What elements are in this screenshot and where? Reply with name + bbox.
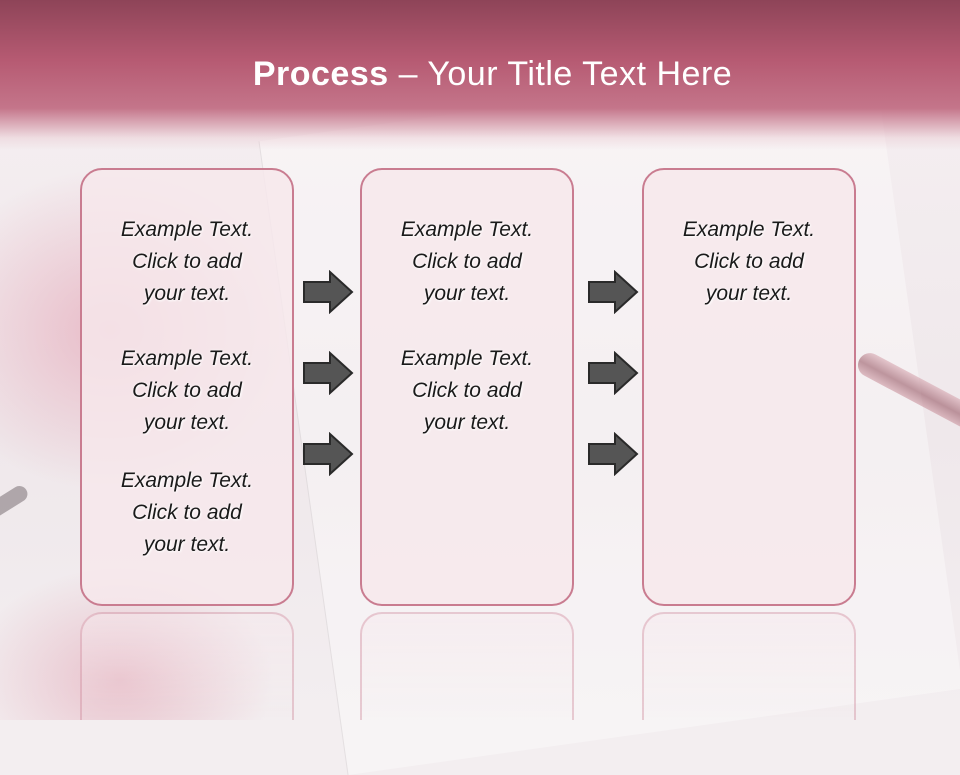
text-placeholder[interactable]: Example Text. Click to add your text. xyxy=(82,343,292,439)
text-line: your text. xyxy=(705,282,793,305)
text-line: Click to add xyxy=(132,379,242,402)
text-line: Click to add xyxy=(412,379,522,402)
title-bold: Process xyxy=(252,55,389,93)
right-arrow-icon[interactable] xyxy=(302,351,354,395)
right-arrow-icon[interactable] xyxy=(302,270,354,314)
text-line: Click to add xyxy=(694,250,804,273)
text-line: your text. xyxy=(143,282,231,305)
box-reflection-1 xyxy=(80,612,294,720)
right-arrow-icon[interactable] xyxy=(587,270,639,314)
text-line: Example Text. xyxy=(400,218,534,241)
slide-title[interactable]: Process – Your Title Text Here xyxy=(0,55,960,94)
text-line: Click to add xyxy=(132,501,242,524)
text-placeholder[interactable]: Example Text. Click to add your text. xyxy=(362,343,572,439)
text-line: your text. xyxy=(423,411,511,434)
process-box-3[interactable]: Example Text. Click to add your text. xyxy=(642,168,856,606)
text-line: your text. xyxy=(423,282,511,305)
process-box-2[interactable]: Example Text. Click to add your text. Ex… xyxy=(360,168,574,606)
title-rest: – Your Title Text Here xyxy=(388,55,733,93)
text-line: your text. xyxy=(143,533,231,556)
text-placeholder[interactable]: Example Text. Click to add your text. xyxy=(82,214,292,310)
text-line: Example Text. xyxy=(682,218,816,241)
right-arrow-icon[interactable] xyxy=(587,351,639,395)
header-band xyxy=(0,0,960,150)
process-box-1[interactable]: Example Text. Click to add your text. Ex… xyxy=(80,168,294,606)
text-line: Example Text. xyxy=(120,469,254,492)
text-line: Click to add xyxy=(412,250,522,273)
right-arrow-icon[interactable] xyxy=(302,432,354,476)
text-placeholder[interactable]: Example Text. Click to add your text. xyxy=(82,465,292,561)
text-line: Example Text. xyxy=(400,347,534,370)
text-placeholder[interactable]: Example Text. Click to add your text. xyxy=(644,214,854,310)
right-arrow-icon[interactable] xyxy=(587,432,639,476)
text-line: Click to add xyxy=(132,250,242,273)
box-reflection-2 xyxy=(360,612,574,720)
text-line: Example Text. xyxy=(120,347,254,370)
text-placeholder[interactable]: Example Text. Click to add your text. xyxy=(362,214,572,310)
text-line: Example Text. xyxy=(120,218,254,241)
box-reflection-3 xyxy=(642,612,856,720)
text-line: your text. xyxy=(143,411,231,434)
